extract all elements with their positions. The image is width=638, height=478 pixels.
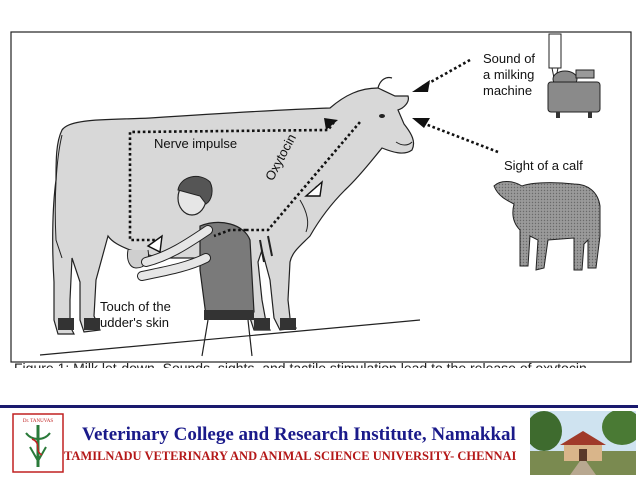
- udder-arrowhead-outline: [146, 234, 163, 254]
- figure-caption: Figure 1: Milk let-down. Sounds, sights,…: [14, 360, 587, 376]
- footer-rule: [0, 405, 638, 408]
- label-sight: Sight of a calf: [504, 158, 583, 173]
- label-nerve-impulse: Nerve impulse: [154, 136, 238, 151]
- milking-machine-figure: [547, 33, 601, 118]
- label-sound-line1: Sound of: [483, 51, 536, 66]
- campus-photo: [530, 411, 636, 475]
- label-sound-line3: machine: [483, 83, 533, 98]
- sight-arrowhead: [412, 118, 430, 128]
- label-touch-line2: udder's skin: [100, 315, 169, 330]
- oxytocin-line: [246, 121, 361, 232]
- university-logo: Dr. TANUVAS: [12, 413, 64, 473]
- nerve-impulse-line: [128, 121, 336, 242]
- milker-figure: [137, 175, 255, 357]
- label-sound: Sound of a milking machine: [483, 51, 535, 99]
- college-name: Veterinary College and Research Institut…: [82, 424, 516, 445]
- university-name: TAMILNADU VETERINARY AND ANIMAL SCIENCE …: [64, 449, 517, 463]
- calf-figure: [493, 181, 601, 271]
- oxytocin-arrowhead-outline: [304, 180, 323, 197]
- logo-text: Dr. TANUVAS: [23, 419, 53, 424]
- ground-line: [39, 319, 421, 356]
- oxytocin-line-lower: [213, 228, 246, 238]
- sound-arrowhead: [412, 80, 430, 92]
- label-touch-line1: Touch of the: [100, 299, 171, 314]
- label-sound-line2: a milking: [483, 67, 535, 82]
- sight-arrow-line: [419, 120, 499, 154]
- label-touch: Touch of the udder's skin: [100, 299, 171, 331]
- nerve-arrowhead: [324, 118, 338, 130]
